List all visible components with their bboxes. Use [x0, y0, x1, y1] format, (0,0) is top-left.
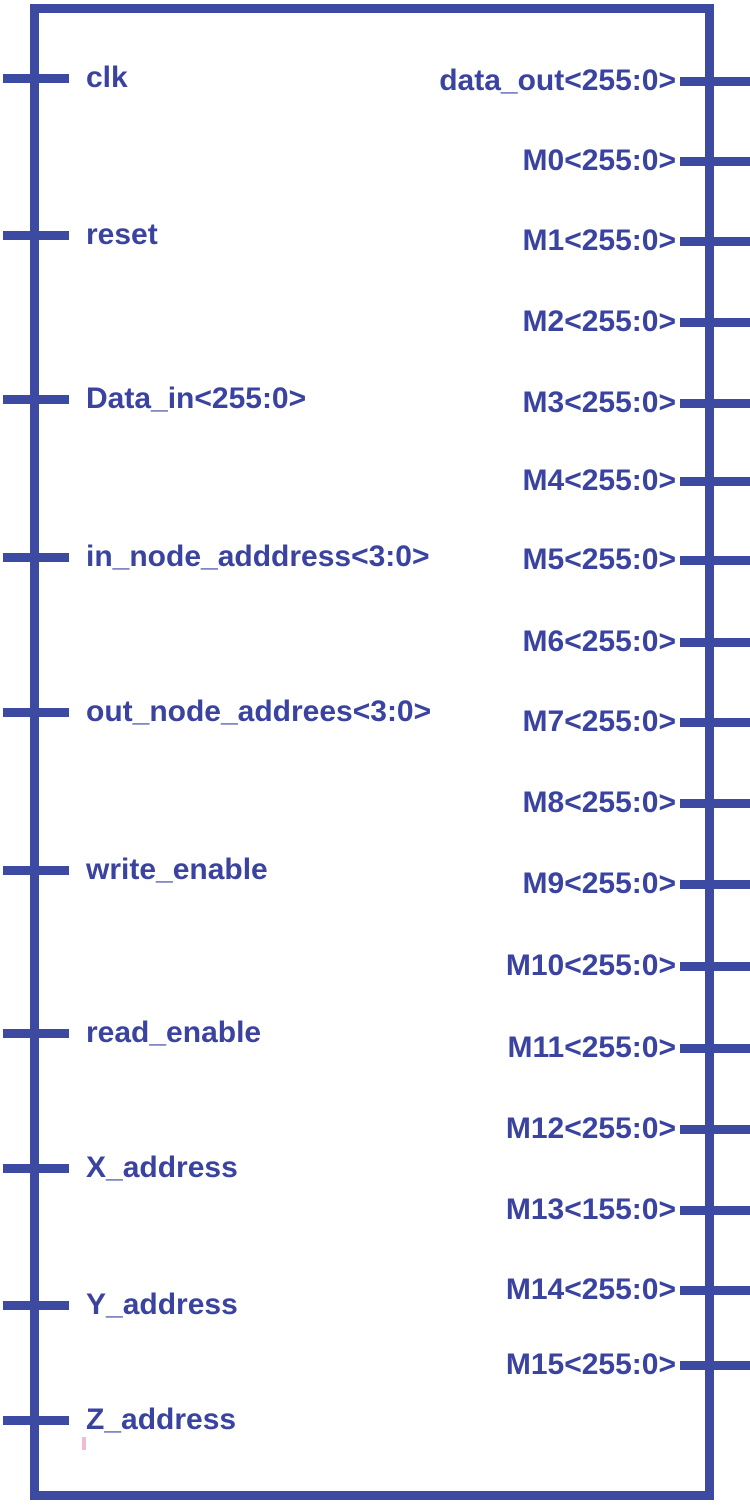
port-m0: M0<255:0>	[0, 140, 750, 182]
port-z-address: Z_address	[0, 1399, 750, 1441]
port-in-node-address: in_node_adddress<3:0>	[0, 536, 750, 578]
port-wire	[680, 237, 750, 246]
port-m5: M5<255:0>	[0, 539, 750, 581]
port-wire	[680, 638, 750, 647]
port-wire	[680, 718, 750, 727]
port-label: Y_address	[86, 1288, 238, 1321]
port-wire	[3, 1416, 69, 1425]
port-label: M4<255:0>	[522, 464, 676, 497]
port-clk: clk	[0, 57, 750, 99]
port-m3: M3<255:0>	[0, 382, 750, 424]
port-wire	[680, 77, 750, 86]
port-label: clk	[86, 61, 128, 94]
port-label: M2<255:0>	[522, 305, 676, 338]
port-label: M15<255:0>	[505, 1348, 676, 1381]
port-y-address: Y_address	[0, 1284, 750, 1326]
port-label: M8<255:0>	[522, 786, 676, 819]
port-m2: M2<255:0>	[0, 301, 750, 343]
port-label: reset	[86, 218, 158, 251]
port-wire	[3, 1164, 69, 1173]
port-write-enable: write_enable	[0, 849, 750, 891]
port-m11: M11<255:0>	[0, 1027, 750, 1069]
port-label: M12<255:0>	[505, 1112, 676, 1145]
port-wire	[3, 1301, 69, 1310]
port-wire	[680, 880, 750, 889]
port-data-in: Data_in<255:0>	[0, 378, 750, 420]
port-label: M1<255:0>	[522, 224, 676, 257]
port-wire	[3, 708, 69, 717]
port-label: M9<255:0>	[522, 867, 676, 900]
port-x-address: X_address	[0, 1147, 750, 1189]
port-label: M3<255:0>	[522, 386, 676, 419]
port-m15: M15<255:0>	[0, 1344, 750, 1386]
port-label: X_address	[86, 1151, 238, 1184]
port-wire	[3, 1029, 69, 1038]
port-wire	[680, 1361, 750, 1370]
port-m14: M14<255:0>	[0, 1269, 750, 1311]
port-wire	[3, 866, 69, 875]
port-label: M10<255:0>	[505, 949, 676, 982]
port-wire	[680, 799, 750, 808]
port-wire	[680, 556, 750, 565]
port-label: M11<255:0>	[507, 1031, 676, 1064]
port-label: out_node_addrees<3:0>	[86, 695, 432, 728]
port-m8: M8<255:0>	[0, 782, 750, 824]
port-m12: M12<255:0>	[0, 1108, 750, 1150]
port-m13: M13<155:0>	[0, 1189, 750, 1231]
port-wire	[680, 157, 750, 166]
port-wire	[680, 1125, 750, 1134]
port-m9: M9<255:0>	[0, 863, 750, 905]
port-label: Z_address	[86, 1403, 237, 1436]
port-out-node-address: out_node_addrees<3:0>	[0, 691, 750, 733]
port-label: M0<255:0>	[522, 144, 676, 177]
port-label: write_enable	[86, 853, 268, 886]
port-label: M5<255:0>	[522, 543, 676, 576]
port-wire	[680, 399, 750, 408]
port-reset: reset	[0, 214, 750, 256]
port-m1: M1<255:0>	[0, 220, 750, 262]
port-m4: M4<255:0>	[0, 460, 750, 502]
port-wire	[680, 318, 750, 327]
port-label: M7<255:0>	[522, 705, 676, 738]
port-wire	[680, 1044, 750, 1053]
port-wire	[680, 1286, 750, 1295]
port-label: in_node_adddress<3:0>	[86, 540, 430, 573]
port-label: read_enable	[86, 1016, 262, 1049]
port-m10: M10<255:0>	[0, 945, 750, 987]
port-label: M14<255:0>	[505, 1273, 676, 1306]
port-m7: M7<255:0>	[0, 701, 750, 743]
port-label: data_out<255:0>	[439, 64, 676, 97]
port-wire	[680, 1206, 750, 1215]
port-wire	[3, 74, 69, 83]
port-read-enable: read_enable	[0, 1012, 750, 1054]
module-outline	[30, 4, 714, 1500]
port-label: Data_in<255:0>	[86, 382, 307, 415]
port-m6: M6<255:0>	[0, 621, 750, 663]
port-wire	[3, 395, 69, 404]
port-wire	[3, 231, 69, 240]
port-wire	[680, 962, 750, 971]
port-wire	[680, 477, 750, 486]
port-label: M6<255:0>	[522, 625, 676, 658]
port-label: M13<155:0>	[505, 1193, 676, 1226]
port-data-out: data_out<255:0>	[0, 60, 750, 102]
stray-mark	[82, 1437, 86, 1450]
port-wire	[3, 553, 69, 562]
